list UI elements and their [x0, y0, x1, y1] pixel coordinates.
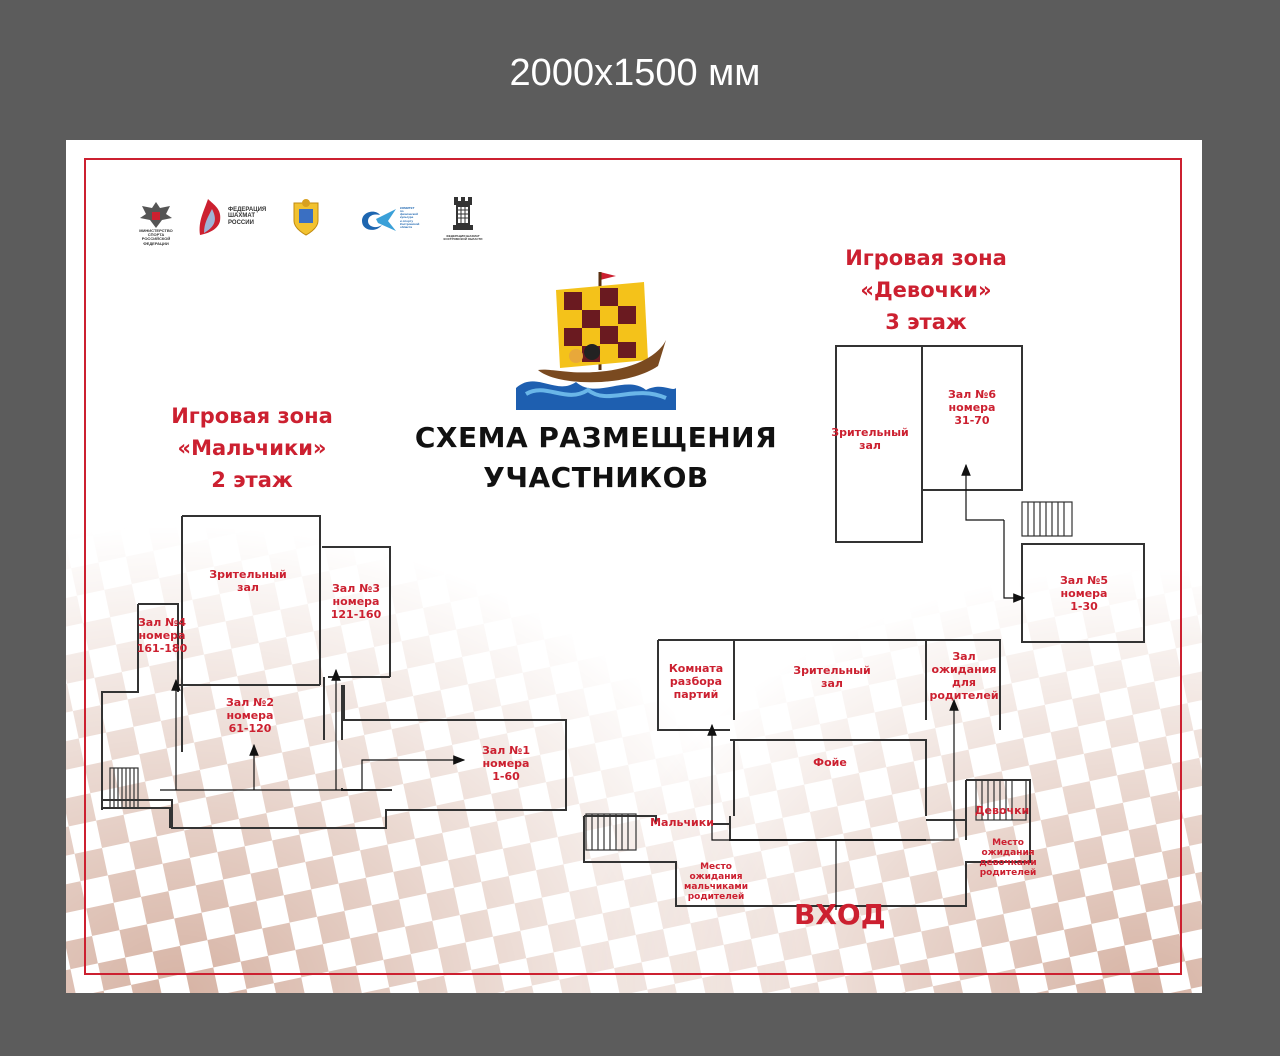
- boys-direction-label: Мальчики: [650, 816, 714, 829]
- chess-federation-icon: [199, 199, 221, 235]
- floor-plan-board: МИНИСТЕРСТВО СПОРТА РОССИЙСКОЙ ФЕДЕРАЦИИ…: [66, 140, 1202, 993]
- main-title: СХЕМА РАЗМЕЩЕНИЯ УЧАСТНИКОВ: [406, 418, 786, 498]
- zone-boys-line1: Игровая зона: [171, 404, 333, 428]
- zone-girls-line3: 3 этаж: [885, 310, 967, 334]
- boys-parents-wait-label: Место ожидания мальчиками родителей: [683, 862, 749, 902]
- sport-committee-text: КОМИТЕТ по физической культуре и спорту …: [400, 206, 420, 229]
- parents-wait-label: Зал ожидания для родителей: [929, 650, 999, 702]
- entrance-label: ВХОД: [794, 898, 886, 931]
- floor-plan-walls: [101, 345, 1145, 910]
- viking-ship-mascot-icon: [516, 272, 676, 410]
- sport-committee-icon: [362, 209, 396, 231]
- zone-girls-line2: «Девочки»: [860, 278, 992, 302]
- analysis-room-label: Комната разбора партий: [668, 662, 724, 701]
- main-title-line2: УЧАСТНИКОВ: [483, 461, 709, 494]
- room3-label: Зал №3 номера 121-160: [330, 582, 382, 621]
- zone-girls-line1: Игровая зона: [845, 246, 1007, 270]
- room6-label: Зал №6 номера 31-70: [947, 388, 997, 427]
- main-hall-label: Зрительный зал: [793, 664, 871, 690]
- room1-label: Зал №1 номера 1-60: [481, 744, 531, 783]
- coat-of-arms-icon: [293, 199, 319, 236]
- boys-hall-label: Зрительный зал: [209, 568, 287, 594]
- girls-hall-label: Зрительный зал: [831, 426, 909, 452]
- main-title-line1: СХЕМА РАЗМЕЩЕНИЯ: [414, 421, 778, 454]
- chess-federation-text: ФЕДЕРАЦИЯ ШАХМАТ РОССИИ: [228, 207, 267, 226]
- foyer-label: Фойе: [813, 756, 847, 769]
- zone-boys-line2: «Мальчики»: [177, 436, 327, 460]
- ministry-logo-text: МИНИСТЕРСТВО СПОРТА РОССИЙСКОЙ ФЕДЕРАЦИИ: [139, 228, 173, 246]
- room2-label: Зал №2 номера 61-120: [225, 696, 275, 735]
- girls-direction-label: Девочки: [974, 804, 1030, 817]
- rook-logo-text: ФЕДЕРАЦИЯ ШАХМАТ КОСТРОМСКОЙ ОБЛАСТИ: [443, 234, 483, 242]
- size-caption: 2000х1500 мм: [509, 52, 761, 94]
- girls-parents-wait-label: Место ожидания девочками родителей: [979, 838, 1037, 878]
- ministry-eagle-icon: [140, 202, 172, 228]
- rook-icon: [453, 197, 473, 230]
- room5-label: Зал №5 номера 1-30: [1059, 574, 1109, 613]
- zone-title-girls: Игровая зона «Девочки» 3 этаж: [826, 242, 1026, 338]
- room4-label: Зал №4 номера 161-180: [136, 616, 188, 655]
- zone-boys-line3: 2 этаж: [211, 468, 293, 492]
- zone-title-boys: Игровая зона «Мальчики» 2 этаж: [152, 400, 352, 496]
